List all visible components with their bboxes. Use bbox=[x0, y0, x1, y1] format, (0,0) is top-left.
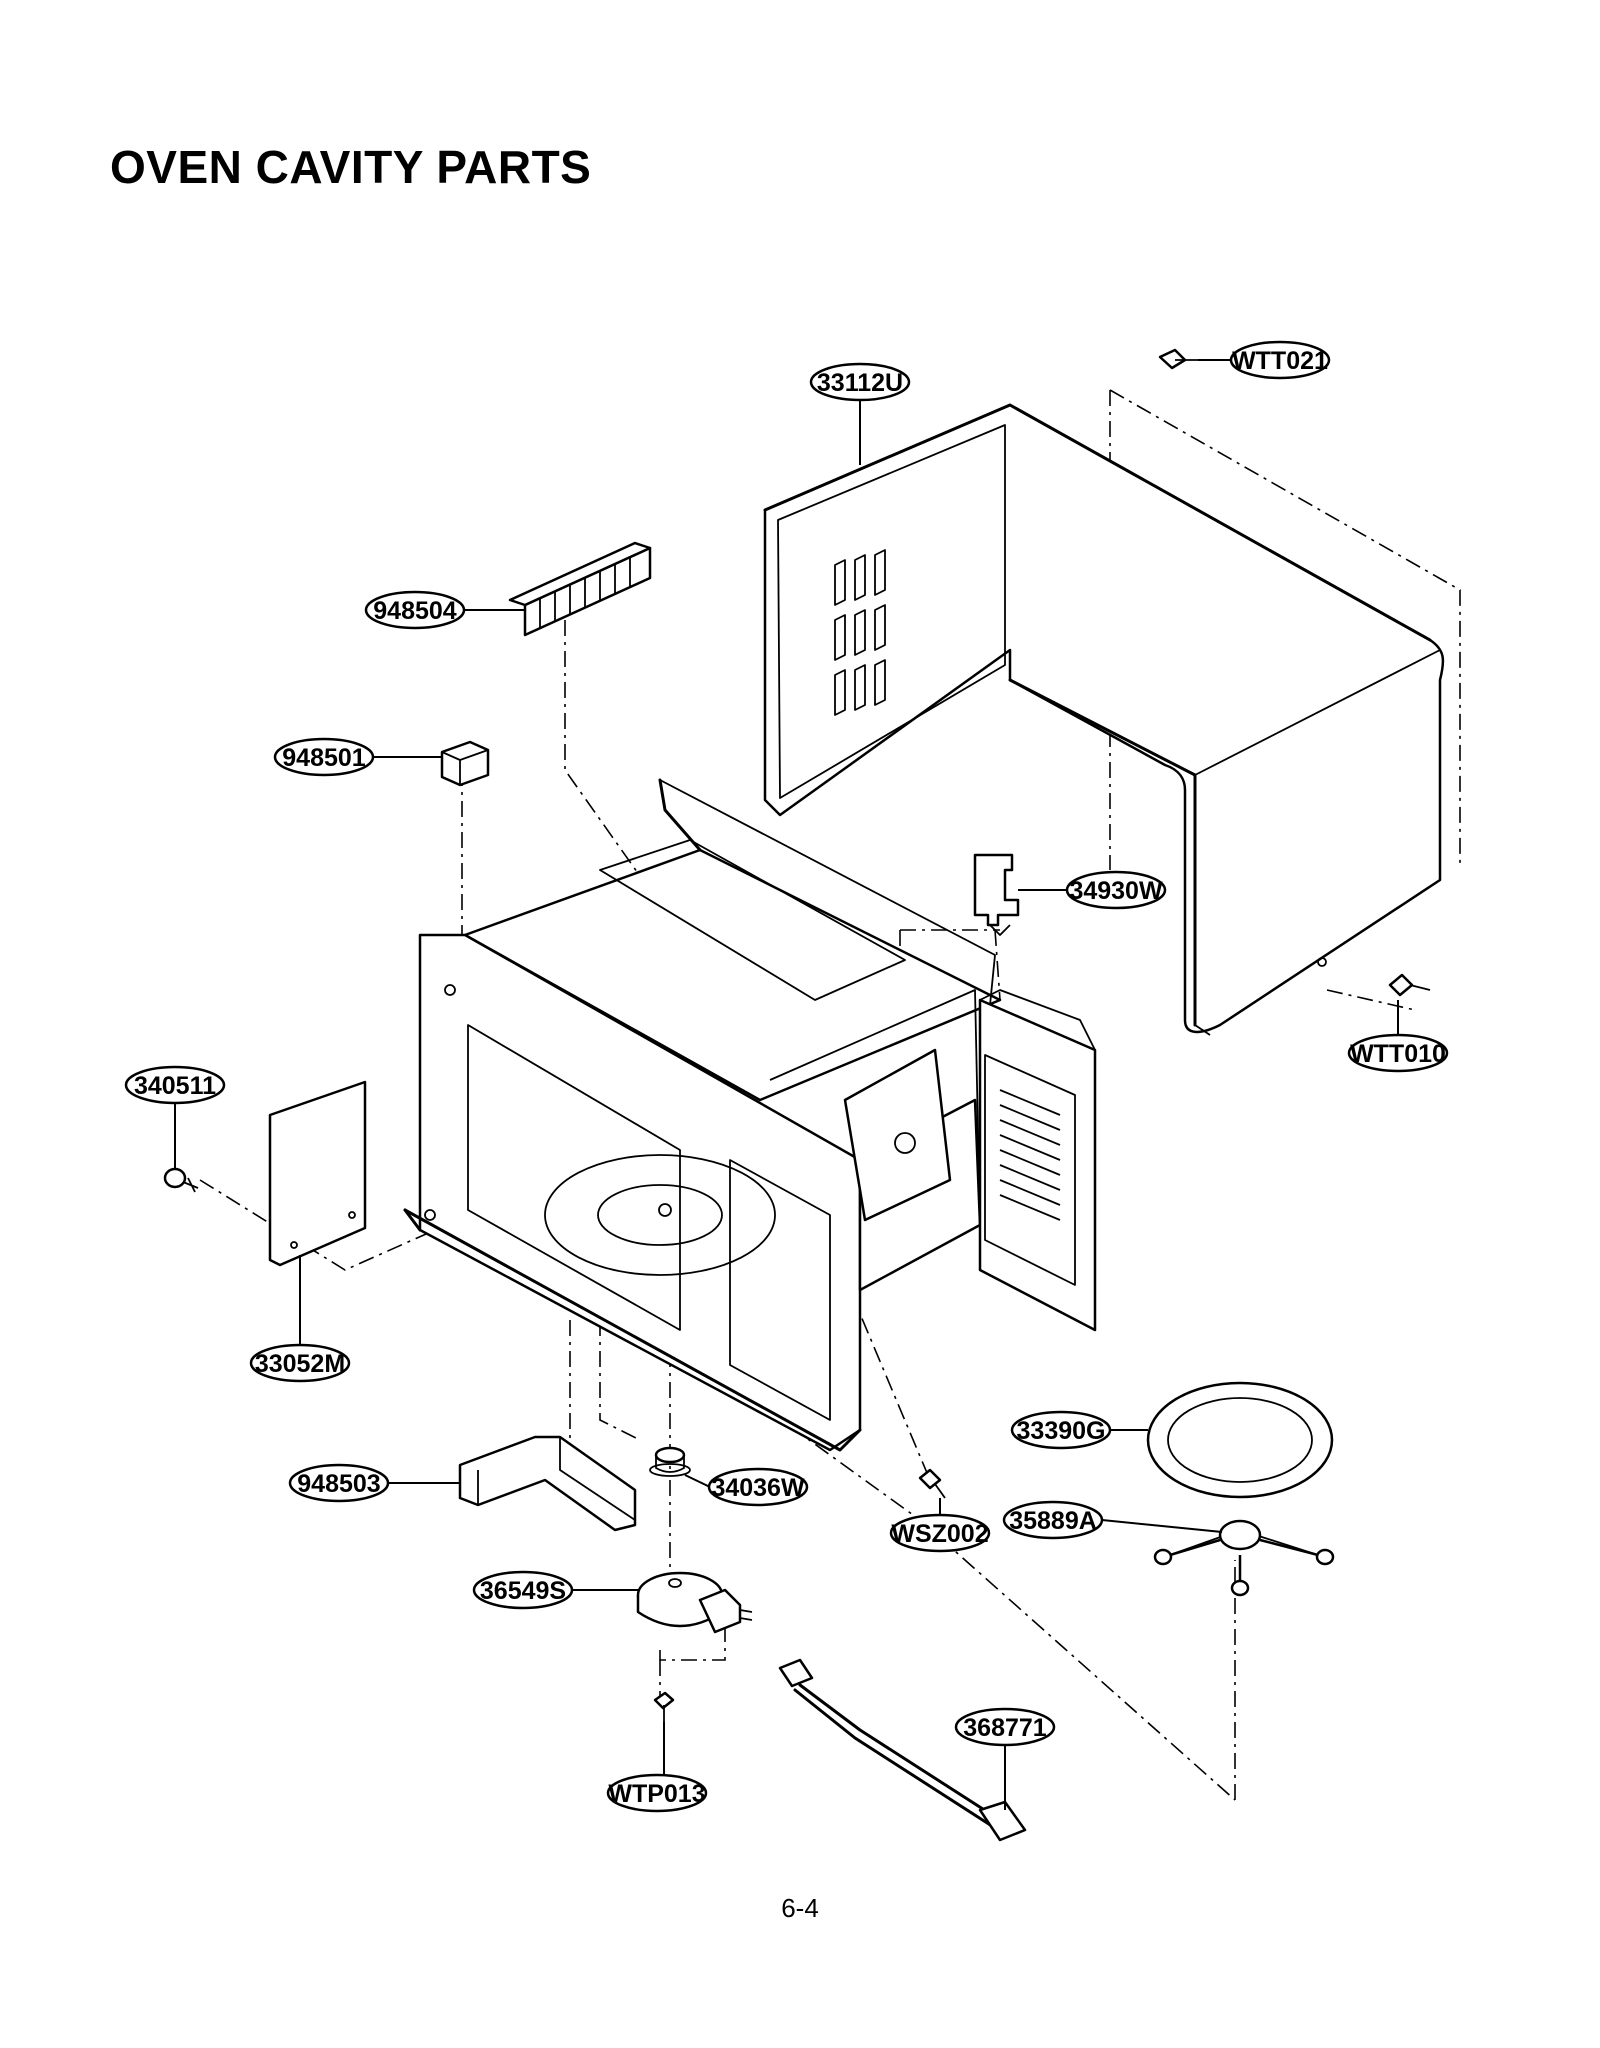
motor-36549s bbox=[636, 1571, 753, 1634]
part-number-label: WTT021 bbox=[1232, 347, 1328, 375]
part-number-label: WTT010 bbox=[1350, 1040, 1446, 1068]
part-number-label: 34930W bbox=[1069, 877, 1163, 905]
callout-wtp013: WTP013 bbox=[606, 1773, 708, 1813]
page-title: OVEN CAVITY PARTS bbox=[110, 141, 592, 193]
leader-lines bbox=[174, 359, 1399, 1810]
part-number-label: 34036W bbox=[711, 1474, 805, 1502]
roller-rest-35889a bbox=[1153, 1519, 1335, 1597]
spacer-948501 bbox=[440, 740, 490, 787]
callout-33112u: 33112U bbox=[809, 362, 911, 402]
callout-wtt021: WTT021 bbox=[1229, 340, 1331, 380]
cover-plate-33052m bbox=[268, 1080, 367, 1267]
part-number-label: 33052M bbox=[255, 1350, 345, 1378]
screw-wsz002 bbox=[918, 1468, 946, 1499]
part-number-label: 35889A bbox=[1009, 1507, 1097, 1535]
part-number-label: WSZ002 bbox=[891, 1520, 988, 1548]
callout-948501: 948501 bbox=[273, 737, 375, 777]
callout-33052m: 33052M bbox=[249, 1343, 351, 1383]
callout-wtt010: WTT010 bbox=[1347, 1033, 1449, 1073]
part-number-label: 368771 bbox=[963, 1714, 1047, 1742]
spacer-948504 bbox=[508, 541, 652, 637]
part-number-label: WTP013 bbox=[608, 1780, 705, 1808]
grommet-340511 bbox=[163, 1167, 199, 1193]
page-number: 6-4 bbox=[781, 1893, 819, 1923]
part-number-label: 948504 bbox=[373, 597, 457, 625]
callout-948503: 948503 bbox=[288, 1463, 390, 1503]
screw-wtp013 bbox=[653, 1691, 675, 1722]
callout-33390g: 33390G bbox=[1010, 1410, 1112, 1450]
turntable-tray-33390g bbox=[1146, 1381, 1334, 1499]
oven-cavity bbox=[403, 778, 1097, 1452]
part-number-label: 340511 bbox=[134, 1072, 216, 1100]
part-number-label: 36549S bbox=[480, 1577, 566, 1605]
callout-340511: 340511 bbox=[124, 1065, 226, 1105]
part-number-label: 948503 bbox=[297, 1470, 380, 1498]
spacer-948503 bbox=[458, 1435, 637, 1532]
screw-wtt010 bbox=[1388, 973, 1431, 997]
outer-case bbox=[763, 403, 1445, 1036]
part-number-label: 33390G bbox=[1017, 1417, 1106, 1445]
callout-34930w: 34930W bbox=[1065, 870, 1167, 910]
callout-948504: 948504 bbox=[364, 590, 466, 630]
clip-34930w bbox=[973, 853, 1020, 936]
callout-36549s: 36549S bbox=[472, 1570, 574, 1610]
callout-35889a: 35889A bbox=[1002, 1500, 1104, 1540]
callout-wsz002: WSZ002 bbox=[889, 1513, 991, 1553]
screw-wtt021 bbox=[1158, 348, 1198, 370]
coupler-34036w bbox=[649, 1446, 691, 1477]
part-number-label: 33112U bbox=[817, 369, 903, 397]
case-vent-slots bbox=[834, 549, 886, 716]
harness-368771 bbox=[778, 1658, 1027, 1842]
callout-34036w: 34036W bbox=[707, 1467, 809, 1507]
callout-368771: 368771 bbox=[954, 1707, 1056, 1747]
part-number-label: 948501 bbox=[282, 744, 366, 772]
